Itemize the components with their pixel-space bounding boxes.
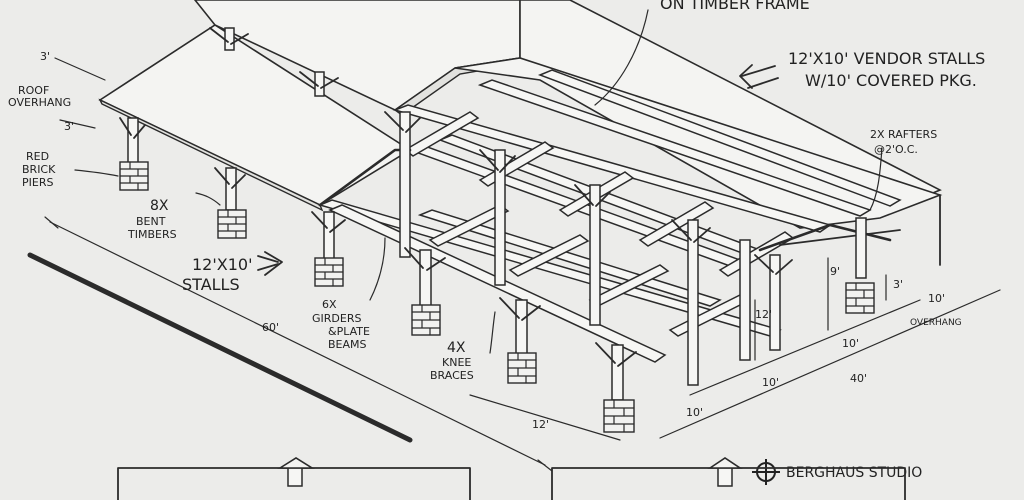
- dimension-lines: [44, 57, 1001, 472]
- label-stalls-1: 12'x10': [192, 255, 252, 274]
- dim-60: 60': [262, 321, 279, 334]
- arrow-vendor: [739, 64, 779, 89]
- dim-3: 3': [893, 278, 903, 291]
- label-girders-3: &PLATE: [328, 325, 370, 338]
- dim-10c: 10': [842, 337, 859, 350]
- studio-name: BERGHAUS STUDIO: [786, 465, 922, 481]
- left-roof-edge: [98, 98, 324, 212]
- dim-9: 9': [830, 265, 840, 278]
- pier: [411, 304, 441, 336]
- pier: [603, 399, 635, 433]
- dim-10a: 10': [686, 406, 703, 419]
- label-vendor-stalls-2: W/10' COVERED PKG.: [805, 71, 977, 90]
- label-roof-overhang-1: ROOF: [18, 84, 49, 97]
- pier: [845, 282, 875, 314]
- posts: [127, 27, 867, 401]
- elevation-left: [117, 457, 471, 500]
- dim-overhang-label: OVERHANG: [910, 318, 962, 328]
- label-rafters-2: @2'O.C.: [874, 143, 918, 156]
- dim-10b: 10': [762, 376, 779, 389]
- label-vendor-stalls-1: 12'x10' VENDOR STALLS: [788, 49, 985, 68]
- pier: [314, 257, 344, 287]
- label-girders-4: BEAMS: [328, 338, 367, 351]
- arrow-stalls: [257, 251, 283, 276]
- right-roof-panel: [454, 57, 943, 229]
- label-timber-frame: ON TIMBER FRAME: [660, 0, 810, 13]
- dim-12-height: 12': [755, 308, 772, 321]
- pier: [217, 209, 247, 239]
- studio-logo-icon: [752, 459, 780, 485]
- ground-line: [27, 252, 413, 443]
- dim-12: 12': [532, 418, 549, 431]
- label-knee-3: BRACES: [430, 369, 474, 382]
- label-girders-2: GIRDERS: [312, 312, 361, 325]
- label-roof-overhang-2: OVERHANG: [8, 96, 71, 109]
- label-knee-2: KNEE: [442, 356, 471, 369]
- label-bent-3: TIMBERS: [127, 228, 177, 241]
- label-bent-1: 8X: [150, 198, 169, 214]
- pier: [119, 161, 149, 191]
- label-girders-1: 6X: [322, 298, 337, 311]
- brick-piers: [119, 161, 875, 433]
- elevation-right: [551, 457, 906, 500]
- knee-braces: [119, 27, 793, 367]
- label-knee-1: 4x: [447, 340, 466, 356]
- leader-lines: [74, 9, 883, 354]
- label-brick-3: PIERS: [22, 176, 53, 189]
- pier: [507, 352, 537, 384]
- label-stalls-2: STALLS: [182, 275, 240, 294]
- dim-3a: 3': [40, 50, 50, 63]
- dim-40: 40': [850, 372, 867, 385]
- label-bent-2: BENT: [136, 215, 166, 228]
- dim-3b: 3': [64, 120, 74, 133]
- dim-10-overhang: 10': [928, 292, 945, 305]
- label-rafters-1: 2X RAFTERS: [870, 128, 937, 141]
- label-brick-2: BRICK: [22, 163, 56, 176]
- label-brick-1: RED: [26, 150, 49, 163]
